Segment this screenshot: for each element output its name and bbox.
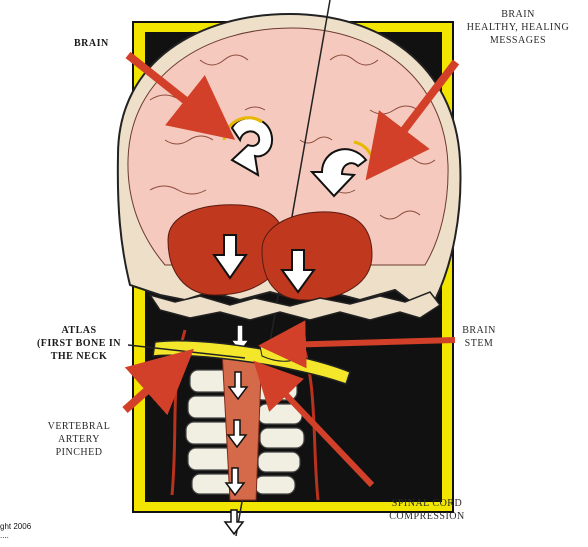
label-vertebral-artery: VERTEBRAL ARTERY PINCHED <box>36 420 122 459</box>
label-spinal-cord: SPINAL CORD COMPRESSION <box>362 497 492 523</box>
cerebellum-right <box>262 212 372 300</box>
label-brain-messages: BRAIN HEALTHY, HEALING MESSAGES <box>448 8 588 47</box>
label-brain: BRAIN <box>74 37 109 50</box>
label-brain-stem: BRAIN STEM <box>452 324 506 350</box>
copyright-text: ght 2006 .... <box>0 522 31 540</box>
label-atlas: ATLAS (FIRST BONE IN THE NECK <box>26 324 132 363</box>
